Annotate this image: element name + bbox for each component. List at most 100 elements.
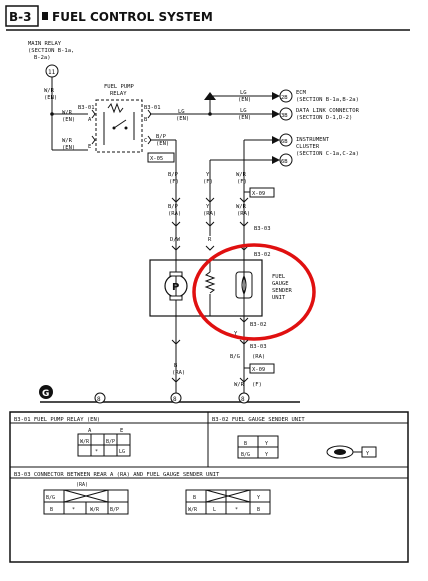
wire-label: (EN) <box>238 97 251 103</box>
b301-cell: W/R <box>80 439 90 445</box>
b302-sender-icon-core <box>334 449 346 455</box>
wire-label: (RA) <box>252 354 265 360</box>
relay-contact <box>124 126 128 130</box>
relay-pin-b: B <box>144 117 148 123</box>
b301-letter: A <box>88 428 92 434</box>
wire-label: Y <box>206 204 210 210</box>
lg-outputs: LG (EN) LG (EN) LG (EN) 2B ECM (SECTION … <box>150 89 360 122</box>
ecm-terminal-number: 2B <box>281 95 288 101</box>
wire-label: (EN) <box>238 115 251 121</box>
pump-brush <box>169 295 183 301</box>
b303-top: B3-03 <box>254 226 271 232</box>
wire-label: W/R <box>234 382 245 388</box>
wire-label: (EN) <box>62 145 75 151</box>
header: B-3 FUEL CONTROL SYSTEM <box>5 5 410 31</box>
b303-right-cell: * <box>235 507 238 513</box>
wire-label: D/W <box>170 237 181 243</box>
relay-pin-a: A <box>88 117 92 123</box>
pump-symbol: P <box>172 282 179 293</box>
wire-label: B <box>174 363 178 369</box>
blank-cell-cross <box>63 489 109 503</box>
connector-chevrons <box>171 339 249 345</box>
section-box <box>5 5 39 27</box>
connector-panels: B3-01 FUEL PUMP RELAY (EN) A E W/R B/P *… <box>9 411 409 563</box>
sender-label: SENDER <box>272 288 293 294</box>
arrow <box>272 156 280 164</box>
wire-label: W/R <box>44 88 55 94</box>
wire-label: W/R <box>236 204 247 210</box>
cluster-label: CLUSTER <box>296 144 320 150</box>
b301-cell: B/P <box>106 439 115 445</box>
wire-label: LG <box>240 108 247 114</box>
connector-chevrons <box>239 317 249 323</box>
b302-cell: Y <box>265 441 268 447</box>
ground-g-label: G <box>42 389 49 399</box>
wire-label: W/R <box>62 138 73 144</box>
b302-cell: B/G <box>241 452 250 458</box>
wire-label: B/G <box>230 354 240 360</box>
ecm-label: ECM <box>296 90 307 96</box>
cluster-label: INSTRUMENT <box>296 137 330 143</box>
wire-label: (EN) <box>44 95 57 101</box>
page-title: FUEL CONTROL SYSTEM <box>52 10 213 24</box>
wire-label: (F) <box>203 179 213 185</box>
cluster-terminal-number: 6B <box>281 139 288 145</box>
pump-sender-assembly: P FUEL GAUGE SENDER UNIT <box>149 259 293 317</box>
x05-label: X-05 <box>150 156 163 162</box>
x05-box <box>147 152 175 163</box>
dlc-terminal-number: 3B <box>281 113 288 119</box>
wire-label: W/R <box>236 172 247 178</box>
connector-chevrons <box>171 377 249 383</box>
cluster-section: (SECTION C-1a,C-2a) <box>296 151 359 157</box>
b302-tag: Y <box>366 451 369 457</box>
ground-terminal <box>238 392 250 404</box>
wire-label: (RA) <box>168 211 181 217</box>
relay-title-1: FUEL PUMP <box>104 84 134 90</box>
panels-frame <box>9 411 409 563</box>
connector-chevrons <box>171 197 249 203</box>
main-relay-line-1: MAIN RELAY <box>28 41 62 47</box>
b301-title: B3-01 FUEL PUMP RELAY (EN) <box>14 417 100 423</box>
b302-bot: B3-02 <box>250 322 267 328</box>
b301-cell: * <box>95 449 98 455</box>
b303-left-cell: B <box>50 507 53 513</box>
b303-right-cell: B <box>257 507 260 513</box>
arrow <box>204 92 216 100</box>
b303-left-cell: * <box>72 507 75 513</box>
ecm-terminal <box>279 89 293 103</box>
cluster-terminal <box>279 153 293 167</box>
ground-number: 8 <box>97 396 101 403</box>
ground-terminal <box>170 392 182 404</box>
relay-connector-left: B3-01 <box>78 105 95 111</box>
wire-label: B/P <box>168 172 179 178</box>
b302-cell: B <box>244 441 247 447</box>
sender-float <box>235 271 253 299</box>
b303-left-cell: B/P <box>110 507 119 513</box>
wire-label: W/R <box>62 110 73 116</box>
ground-g-badge <box>39 385 53 399</box>
pump-brush <box>169 271 183 277</box>
relay-connector-right: B3-01 <box>144 105 161 111</box>
wire-label: (RA) <box>237 211 250 217</box>
cluster-terminal-number: 6B <box>281 159 288 165</box>
connector-chevrons <box>171 221 249 227</box>
cluster-terminal <box>279 133 293 147</box>
b303-bot: B3-03 <box>250 344 267 350</box>
wire-label: R <box>208 237 212 243</box>
highlight-circle <box>192 243 316 341</box>
dlc-label: DATA LINK CONNECTOR <box>296 108 360 114</box>
wire-label: (F) <box>169 179 179 185</box>
wire-label: Y <box>206 172 210 178</box>
x09-label: X-09 <box>252 191 265 197</box>
arrow <box>272 110 280 118</box>
wire-label: (EN) <box>156 141 169 147</box>
fuel-pump-relay: FUEL PUMP RELAY B3-01 B3-01 A E B C <box>78 84 161 153</box>
main-relay-terminal-number: 11 <box>48 69 56 76</box>
assembly-box <box>149 259 263 317</box>
relay-contact <box>112 126 116 130</box>
section-number: B-3 <box>9 10 31 24</box>
main-relay-line-3: B-2a) <box>34 55 51 61</box>
sender-resistor <box>204 271 216 294</box>
